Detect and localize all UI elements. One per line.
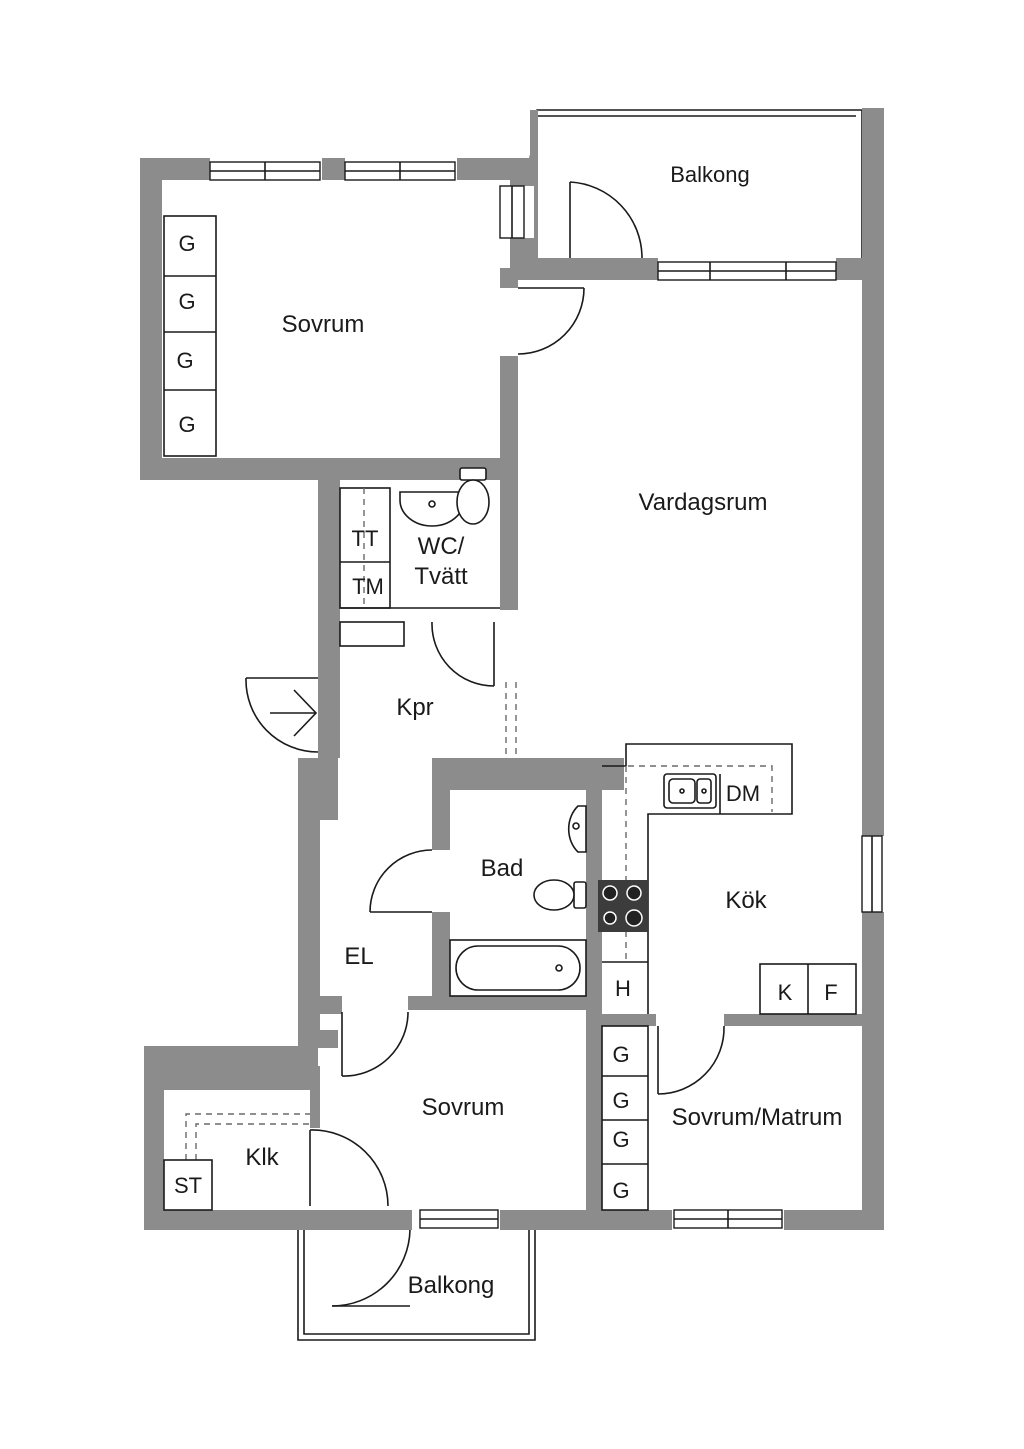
- label-h: H: [615, 976, 631, 1001]
- label-sovrum-matrum: Sovrum/Matrum: [672, 1104, 843, 1131]
- label-kpr: Kpr: [396, 694, 433, 721]
- fixture-labels: G G G G TT TM DM H K F G G G G ST: [174, 231, 838, 1203]
- door-balcony-bottom: [331, 1229, 411, 1307]
- label-k: K: [778, 980, 793, 1005]
- klk-fixtures: [163, 1113, 310, 1211]
- label-g-4: G: [178, 412, 195, 437]
- label-g-7: G: [612, 1127, 629, 1152]
- window-living-top: [657, 261, 837, 281]
- stove-icon: [598, 880, 648, 932]
- door-bath: [369, 849, 433, 913]
- doors: [245, 181, 725, 1307]
- window-bottom-right: [673, 1209, 783, 1229]
- fridge-freezer: [759, 963, 857, 1015]
- bath-fixtures: [449, 805, 587, 997]
- label-el: EL: [344, 943, 373, 970]
- label-vardagsrum: Vardagsrum: [639, 489, 768, 516]
- door-matrum: [657, 1025, 725, 1095]
- wc-fixtures: [339, 467, 500, 647]
- door-entrance: [245, 677, 319, 753]
- window-bottom-bedroom: [419, 1209, 499, 1229]
- door-klk: [309, 1129, 389, 1207]
- window-top-left-1: [209, 161, 321, 181]
- label-g-2: G: [178, 289, 195, 314]
- label-f: F: [824, 980, 837, 1005]
- label-g-3: G: [176, 348, 193, 373]
- label-g-1: G: [178, 231, 195, 256]
- windows: [209, 161, 883, 1229]
- label-dm: DM: [726, 781, 760, 806]
- window-top-left-2: [344, 161, 456, 181]
- bathtub-icon: [449, 939, 587, 997]
- door-balcony-top: [569, 181, 643, 259]
- balcony-bottom-outline: [297, 1228, 536, 1341]
- label-tt: TT: [352, 526, 379, 551]
- bath-sink-icon: [567, 805, 587, 853]
- label-balkong-top: Balkong: [670, 162, 750, 187]
- kitchen-fixtures: [598, 743, 857, 1015]
- label-wc: WC/: [418, 533, 465, 560]
- label-sovrum-top: Sovrum: [282, 311, 365, 338]
- wardrobes-top: [163, 215, 217, 457]
- label-st: ST: [174, 1173, 202, 1198]
- kitchen-sink-icon: [663, 773, 717, 809]
- wardrobes-bottom: [601, 1025, 649, 1211]
- label-g-8: G: [612, 1178, 629, 1203]
- label-g-6: G: [612, 1088, 629, 1113]
- label-balkong-bottom: Balkong: [408, 1272, 495, 1299]
- door-wc: [431, 621, 495, 687]
- label-kok: Kök: [725, 887, 767, 914]
- label-bad: Bad: [481, 855, 524, 882]
- toilet-icon: [456, 467, 490, 525]
- label-g-5: G: [612, 1042, 629, 1067]
- label-sovrum-bottom: Sovrum: [422, 1094, 505, 1121]
- window-small-top: [499, 185, 525, 239]
- door-bedroom-bottom: [341, 1011, 409, 1077]
- window-kitchen-right: [861, 835, 883, 913]
- bath-toilet-icon: [533, 879, 587, 911]
- sink-icon: [399, 491, 465, 527]
- room-labels: Balkong Sovrum Vardagsrum WC/ Tvätt Kpr …: [245, 162, 842, 1299]
- label-tm: TM: [352, 574, 384, 599]
- label-klk: Klk: [245, 1144, 279, 1171]
- label-tvatt: Tvätt: [414, 563, 468, 590]
- door-bedroom-top: [517, 287, 585, 355]
